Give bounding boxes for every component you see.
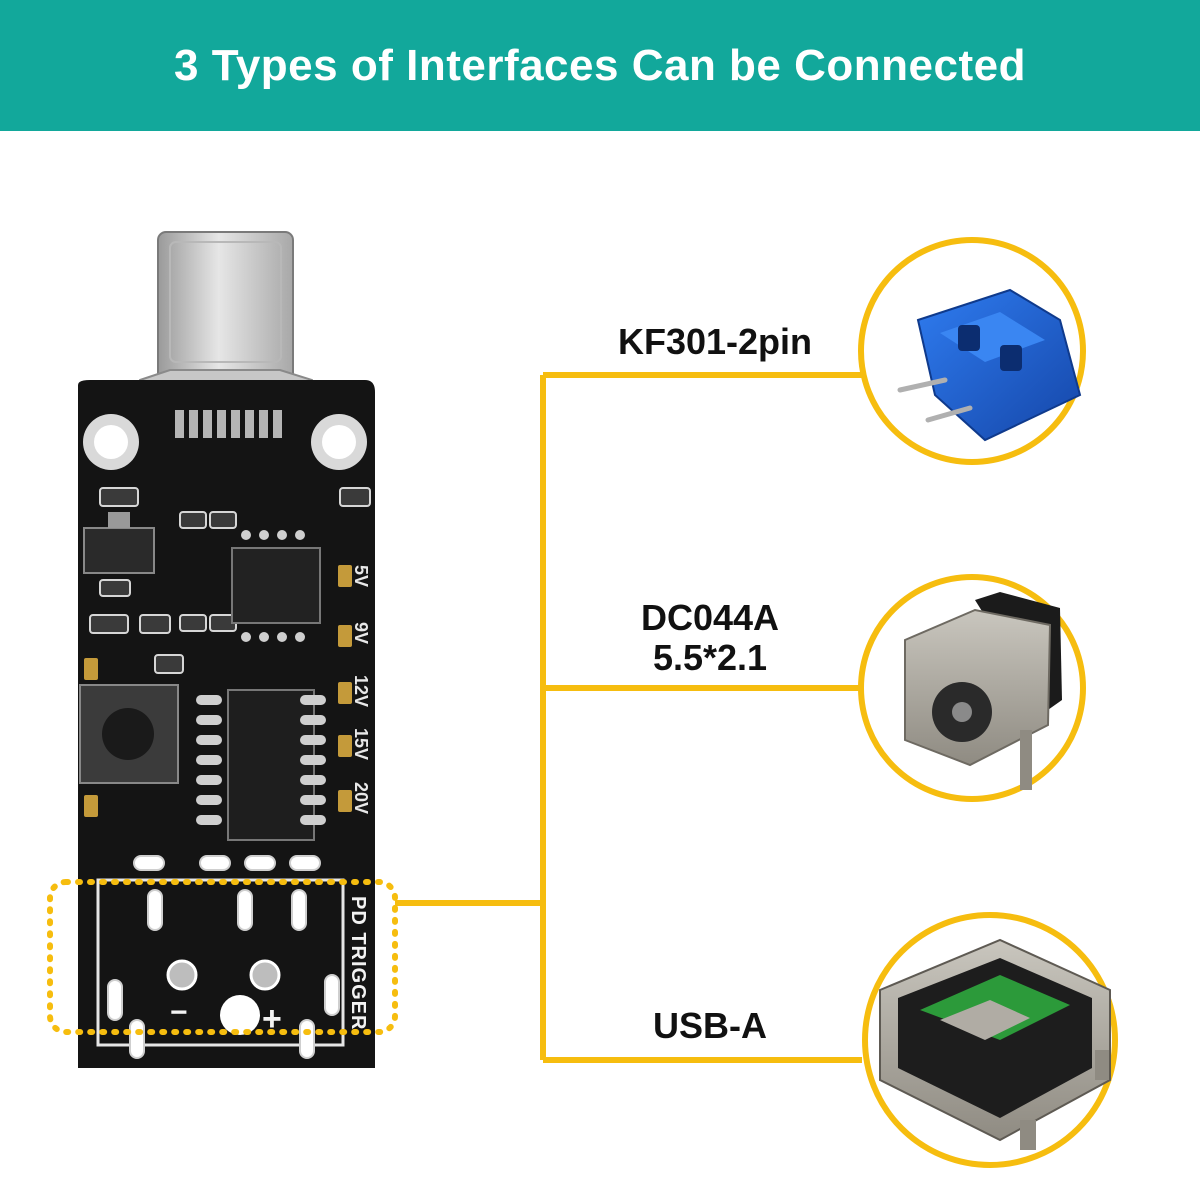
usb-a-label: USB-A xyxy=(653,1005,767,1046)
voltage-12v: 12V xyxy=(351,675,371,707)
voltage-15v: 15V xyxy=(351,728,371,760)
kf301-circle xyxy=(858,237,1086,465)
header-banner: 3 Types of Interfaces Can be Connected xyxy=(0,0,1200,131)
dc044a-label-line1: DC044A xyxy=(640,597,780,638)
voltage-20v: 20V xyxy=(351,782,371,814)
voltage-labels: 5V 9V 12V 15V 20V xyxy=(351,565,371,814)
usb-a-circle xyxy=(862,912,1118,1168)
minus-marking: − xyxy=(170,996,188,1029)
connector-lines xyxy=(395,372,862,1063)
plus-marking: + xyxy=(262,1000,282,1038)
page-title: 3 Types of Interfaces Can be Connected xyxy=(174,40,1026,90)
dc044a-label-line2: 5.5*2.1 xyxy=(652,637,768,678)
dc044a-circle xyxy=(858,574,1086,802)
dc-jack-icon xyxy=(904,592,1062,790)
kf301-label: KF301-2pin xyxy=(617,321,813,362)
pcb-board xyxy=(47,380,398,1068)
pd-trigger-silkscreen: PD TRIGGER xyxy=(347,896,369,1030)
dc044a-label: DC044A 5.5*2.1 xyxy=(560,598,860,678)
voltage-5v: 5V xyxy=(351,565,371,587)
voltage-9v: 9V xyxy=(351,622,371,644)
usb-a-port-icon xyxy=(879,938,1111,1150)
screw-terminal-icon xyxy=(897,288,1082,442)
